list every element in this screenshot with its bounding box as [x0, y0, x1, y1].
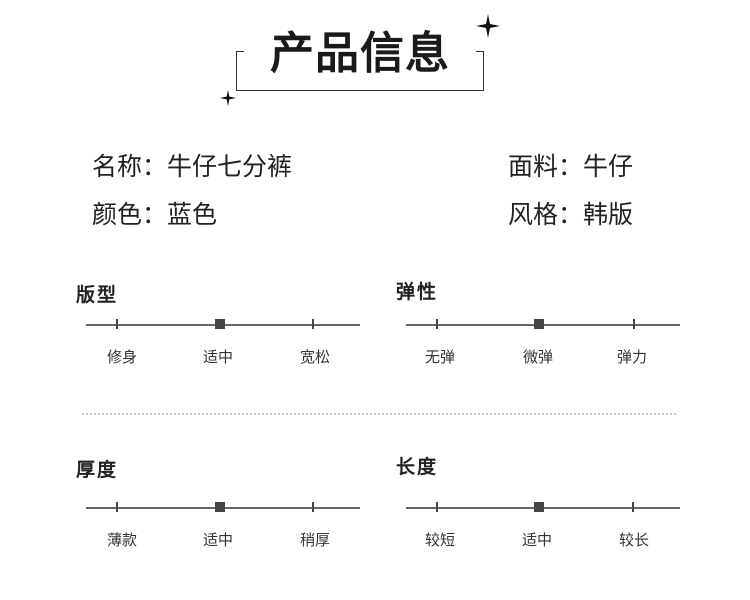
scale-option: 弹力	[616, 348, 647, 366]
spec-label: 面料	[508, 152, 583, 181]
scale-option: 微弹	[522, 348, 553, 366]
scale-tick	[436, 502, 438, 512]
scale-marker	[215, 502, 225, 512]
scale-tick	[116, 502, 118, 512]
scale-title: 厚度	[76, 459, 119, 481]
spec-fabric: 面料牛仔	[508, 152, 633, 182]
sparkle-icon	[476, 14, 500, 38]
spec-color: 颜色蓝色	[92, 200, 217, 230]
scale-option: 适中	[202, 348, 233, 366]
spec-label: 颜色	[92, 200, 167, 229]
scale-title: 长度	[396, 456, 439, 478]
scale-option: 宽松	[299, 348, 330, 366]
section-title: 产品信息	[236, 26, 484, 92]
spec-label: 风格	[508, 200, 583, 229]
scale-option: 适中	[202, 531, 233, 549]
page-title: 产品信息	[236, 26, 484, 82]
scale-option: 无弹	[424, 348, 455, 366]
scale-marker	[534, 502, 544, 512]
scale-length: 长度 较短 适中 较长	[396, 452, 680, 562]
scale-option: 薄款	[106, 531, 137, 549]
spec-value: 蓝色	[167, 200, 218, 229]
scale-option: 适中	[521, 531, 552, 549]
spec-label: 名称	[92, 152, 167, 181]
spec-value: 牛仔	[583, 152, 634, 181]
scale-option: 较长	[618, 531, 649, 549]
scale-title: 弹性	[396, 281, 439, 303]
spec-name: 名称牛仔七分裤	[92, 152, 292, 182]
spec-style: 风格韩版	[508, 200, 633, 230]
scale-tick	[312, 319, 314, 329]
title-frame	[236, 51, 484, 91]
scale-tick	[312, 502, 314, 512]
scale-title: 版型	[76, 284, 119, 306]
spec-value: 牛仔七分裤	[167, 152, 293, 181]
scale-tick	[116, 319, 118, 329]
scale-tick	[633, 319, 635, 329]
scale-option: 稍厚	[299, 531, 330, 549]
scale-marker	[215, 319, 225, 329]
sparkle-icon	[220, 90, 236, 106]
scale-fit: 版型 修身 适中 宽松	[76, 280, 360, 390]
scale-marker	[534, 319, 544, 329]
scale-option: 修身	[106, 348, 137, 366]
scale-option: 较短	[424, 531, 455, 549]
dotted-divider	[82, 413, 676, 415]
scale-tick	[632, 502, 634, 512]
scale-elasticity: 弹性 无弹 微弹 弹力	[396, 277, 680, 387]
spec-value: 韩版	[583, 200, 634, 229]
scale-tick	[436, 319, 438, 329]
scale-thickness: 厚度 薄款 适中 稍厚	[76, 455, 360, 565]
